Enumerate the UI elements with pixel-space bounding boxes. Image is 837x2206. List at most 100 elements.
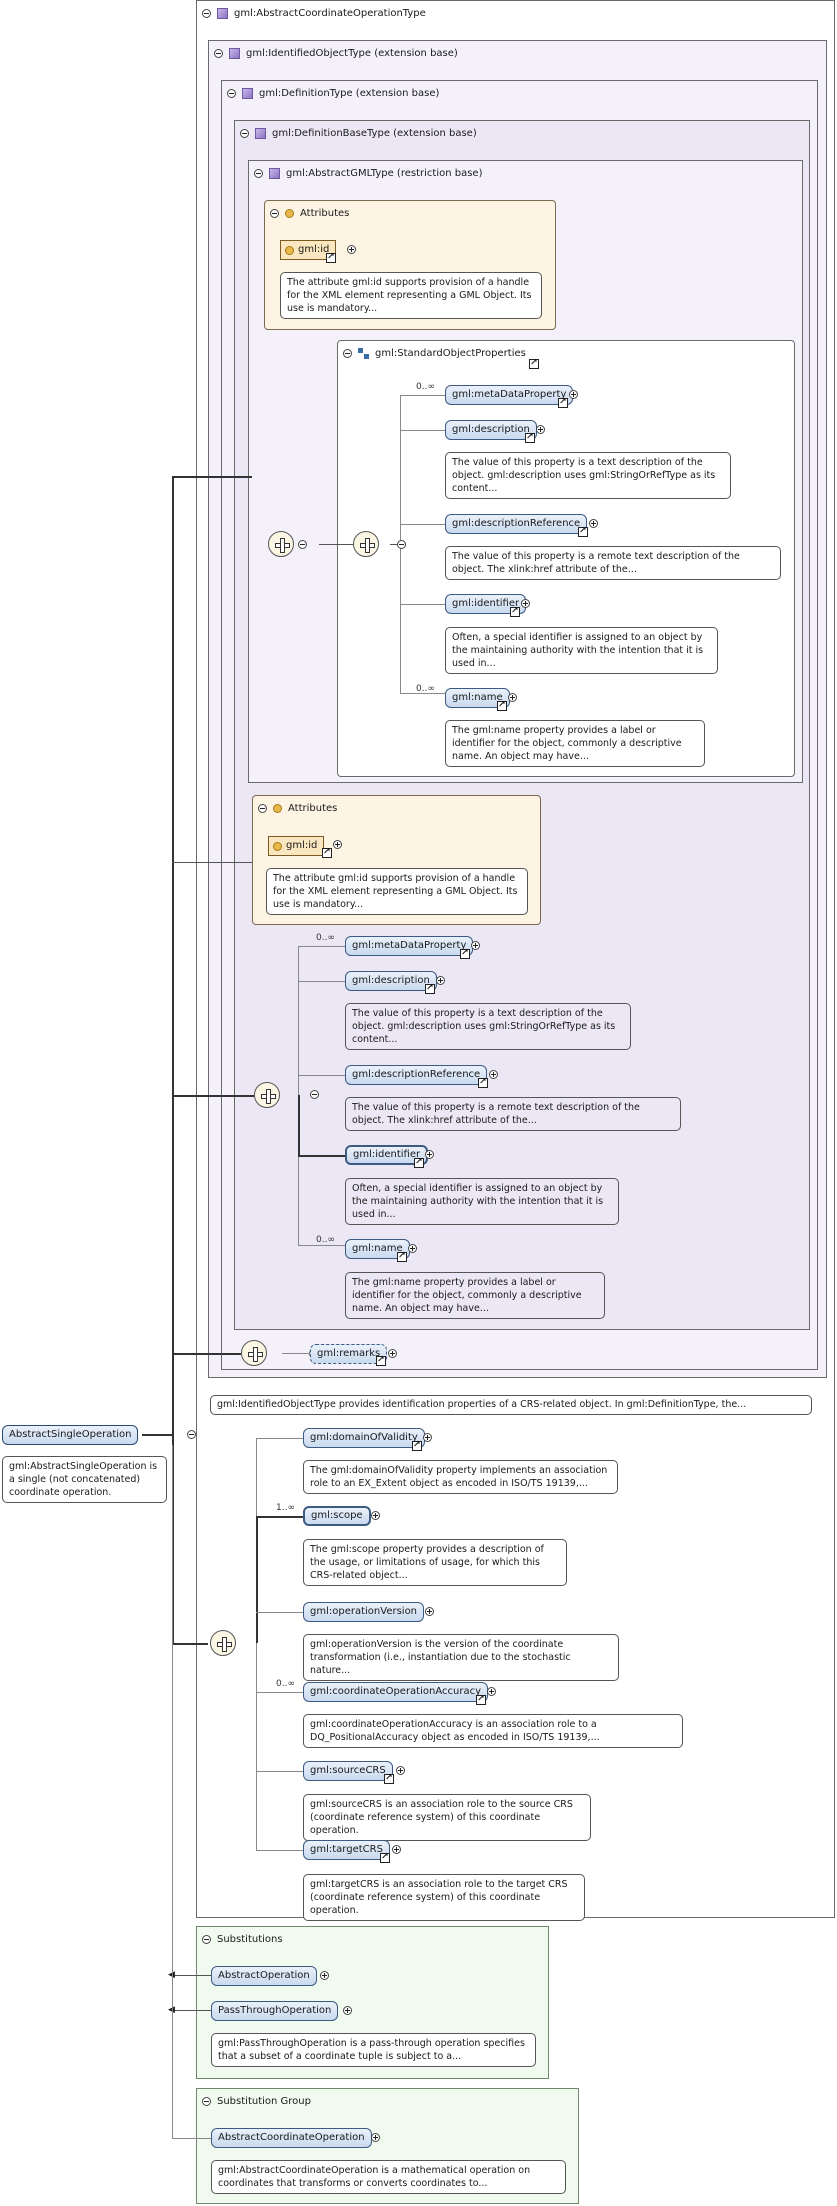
expand-icon[interactable]	[569, 390, 578, 399]
sequence-icon[interactable]	[268, 531, 294, 557]
collapse-toggle[interactable]	[254, 169, 263, 178]
expand-icon[interactable]	[589, 519, 598, 528]
identifier-doc: Often, a special identifier is assigned …	[345, 1178, 619, 1225]
expand-icon[interactable]	[371, 2133, 380, 2142]
link-arrow-icon[interactable]	[558, 396, 568, 408]
expand-icon[interactable]	[521, 599, 530, 608]
collapse-toggle[interactable]	[343, 349, 352, 358]
link-arrow-icon[interactable]	[397, 1250, 407, 1262]
abstract-operation-element[interactable]: AbstractOperation	[211, 1966, 317, 1986]
sequence-icon[interactable]	[210, 1630, 236, 1656]
expand-icon[interactable]	[347, 245, 356, 254]
root-element[interactable]: AbstractSingleOperation	[2, 1425, 138, 1445]
sequence-icon[interactable]	[254, 1082, 280, 1108]
connector	[256, 1771, 303, 1772]
expand-icon[interactable]	[425, 1150, 434, 1159]
link-arrow-icon[interactable]	[460, 947, 470, 959]
cardinality: 0..∞	[416, 684, 435, 694]
gml-id-attribute[interactable]: gml:id	[280, 240, 337, 260]
definition-base-title: gml:DefinitionBaseType (extension base)	[272, 128, 477, 139]
gml-id-attribute[interactable]: gml:id	[268, 836, 325, 856]
expand-icon[interactable]	[320, 1971, 329, 1980]
connector	[172, 1095, 254, 1097]
collapse-toggle[interactable]	[227, 89, 236, 98]
expand-icon[interactable]	[392, 1845, 401, 1854]
domain-of-validity-element[interactable]: gml:domainOfValidity	[303, 1428, 425, 1448]
collapse-toggle[interactable]	[202, 1935, 211, 1944]
link-arrow-icon[interactable]	[476, 1693, 486, 1705]
metadataproperty-element[interactable]: gml:metaDataProperty	[345, 936, 474, 956]
expand-icon[interactable]	[371, 1511, 380, 1520]
link-arrow-icon[interactable]	[376, 1354, 386, 1366]
expand-icon[interactable]	[423, 1433, 432, 1442]
complex-type-icon	[229, 48, 240, 59]
target-crs-element[interactable]: gml:targetCRS	[303, 1840, 390, 1860]
collapse-toggle[interactable]	[240, 129, 249, 138]
cardinality: 1..∞	[276, 1503, 295, 1513]
collapse-toggle[interactable]	[310, 1090, 320, 1099]
expand-icon[interactable]	[343, 2006, 352, 2015]
complex-type-icon	[269, 168, 280, 179]
expand-icon[interactable]	[508, 693, 517, 702]
metadataproperty-element[interactable]: gml:metaDataProperty	[445, 385, 574, 405]
expand-icon[interactable]	[408, 1244, 417, 1253]
connector	[172, 1975, 211, 1976]
link-arrow-icon[interactable]	[510, 605, 520, 617]
collapse-toggle[interactable]	[258, 804, 267, 813]
description-element[interactable]: gml:description	[345, 971, 437, 991]
link-arrow-icon[interactable]	[326, 251, 336, 263]
identified-title: gml:IdentifiedObjectType (extension base…	[246, 48, 458, 59]
expand-icon[interactable]	[425, 1607, 434, 1616]
expand-icon[interactable]	[388, 1349, 397, 1358]
link-arrow-icon[interactable]	[529, 357, 539, 369]
description-reference-doc: The value of this property is a remote t…	[345, 1097, 681, 1131]
expand-icon[interactable]	[471, 941, 480, 950]
link-arrow-icon[interactable]	[384, 1772, 394, 1784]
expand-icon[interactable]	[333, 840, 342, 849]
collapse-toggle[interactable]	[298, 540, 307, 549]
link-arrow-icon[interactable]	[525, 431, 535, 443]
arrow-left-icon: ◀	[168, 1971, 175, 1980]
link-arrow-icon[interactable]	[478, 1076, 488, 1088]
expand-icon[interactable]	[436, 976, 445, 985]
collapse-toggle[interactable]	[202, 2097, 211, 2106]
link-arrow-icon[interactable]	[497, 699, 507, 711]
identifier-element[interactable]: gml:identifier	[345, 1145, 429, 1165]
connector	[298, 1245, 345, 1246]
collapse-toggle[interactable]	[186, 1430, 196, 1439]
collapse-toggle[interactable]	[397, 540, 407, 549]
abstract-coordinate-operation-element[interactable]: AbstractCoordinateOperation	[211, 2128, 372, 2148]
scope-doc: The gml:scope property provides a descri…	[303, 1539, 567, 1586]
link-arrow-icon[interactable]	[414, 1156, 424, 1168]
link-arrow-icon[interactable]	[412, 1439, 422, 1451]
gml-id-doc: The attribute gml:id supports provision …	[266, 868, 528, 915]
expand-icon[interactable]	[396, 1766, 405, 1775]
description-element[interactable]: gml:description	[445, 420, 537, 440]
connector	[256, 1438, 303, 1439]
collapse-toggle[interactable]	[270, 209, 279, 218]
pass-through-operation-element[interactable]: PassThroughOperation	[211, 2001, 339, 2021]
link-arrow-icon[interactable]	[578, 525, 588, 537]
remarks-element[interactable]: gml:remarks	[310, 1344, 388, 1364]
expand-icon[interactable]	[536, 425, 545, 434]
connector	[172, 862, 252, 863]
sequence-icon[interactable]	[353, 531, 379, 557]
cardinality: 0..∞	[276, 1679, 295, 1689]
name-element[interactable]: gml:name	[445, 688, 510, 708]
link-arrow-icon[interactable]	[380, 1851, 390, 1863]
link-arrow-icon[interactable]	[425, 982, 435, 994]
source-crs-element[interactable]: gml:sourceCRS	[303, 1761, 393, 1781]
coordinate-operation-accuracy-element[interactable]: gml:coordinateOperationAccuracy	[303, 1682, 488, 1702]
collapse-toggle[interactable]	[202, 9, 211, 18]
cardinality: 0..∞	[416, 382, 435, 392]
expand-icon[interactable]	[489, 1070, 498, 1079]
description-reference-element[interactable]: gml:descriptionReference	[345, 1065, 488, 1085]
expand-icon[interactable]	[487, 1687, 496, 1696]
sequence-icon[interactable]	[241, 1340, 267, 1366]
attribute-icon	[273, 804, 282, 813]
operation-version-element[interactable]: gml:operationVersion	[303, 1602, 425, 1622]
scope-element[interactable]: gml:scope	[303, 1506, 371, 1526]
collapse-toggle[interactable]	[214, 49, 223, 58]
description-reference-element[interactable]: gml:descriptionReference	[445, 514, 588, 534]
link-arrow-icon[interactable]	[322, 846, 332, 858]
